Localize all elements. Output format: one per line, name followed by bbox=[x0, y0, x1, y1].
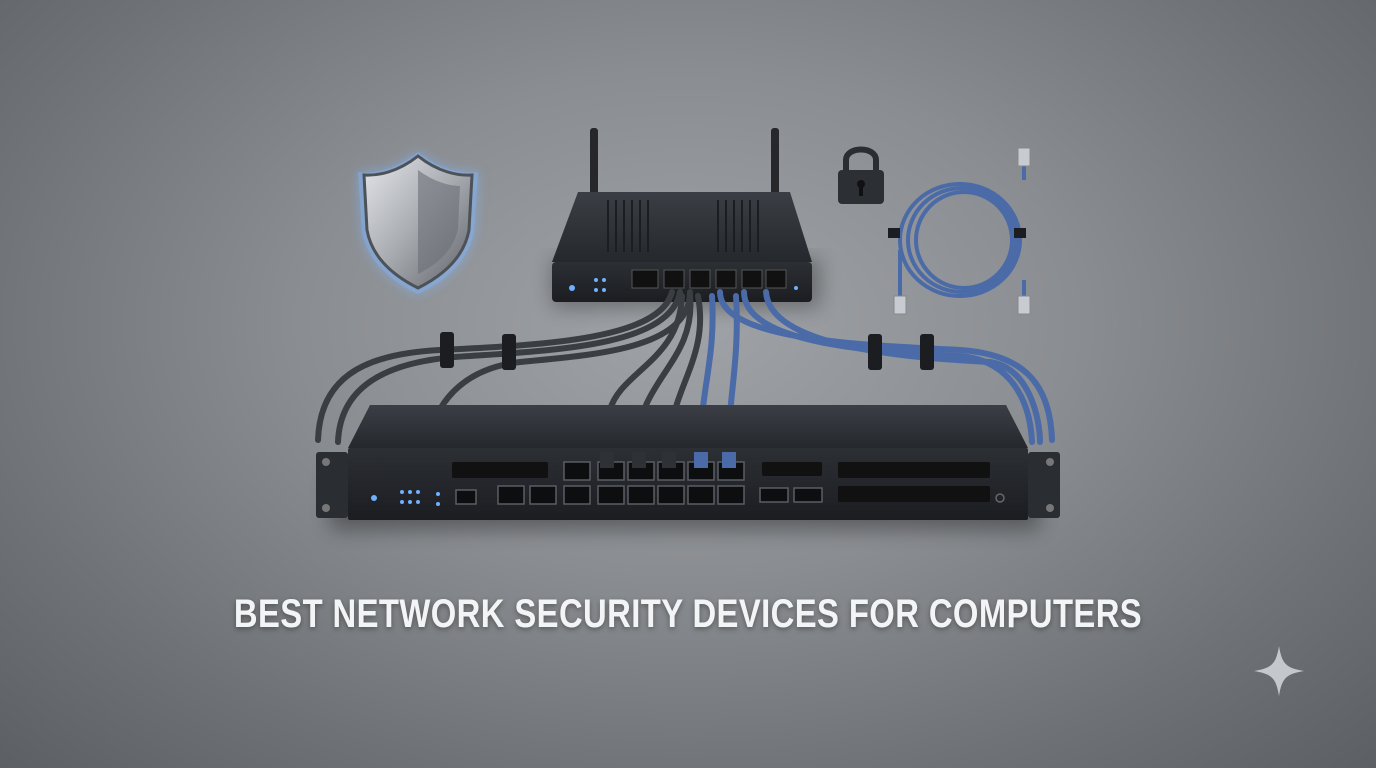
cable-ties bbox=[440, 332, 934, 370]
page-title: BEST NETWORK SECURITY DEVICES FOR COMPUT… bbox=[233, 592, 1143, 636]
coiled-blue-cable bbox=[888, 147, 1031, 315]
shield-icon bbox=[358, 152, 478, 294]
plugged-connectors bbox=[600, 452, 736, 468]
padlock-icon bbox=[838, 146, 884, 204]
router-device bbox=[552, 192, 820, 308]
rack-firewall-device bbox=[316, 405, 1060, 530]
sparkle-icon bbox=[1254, 646, 1304, 696]
blue-cables bbox=[697, 289, 1055, 458]
router-antennas bbox=[590, 128, 779, 200]
